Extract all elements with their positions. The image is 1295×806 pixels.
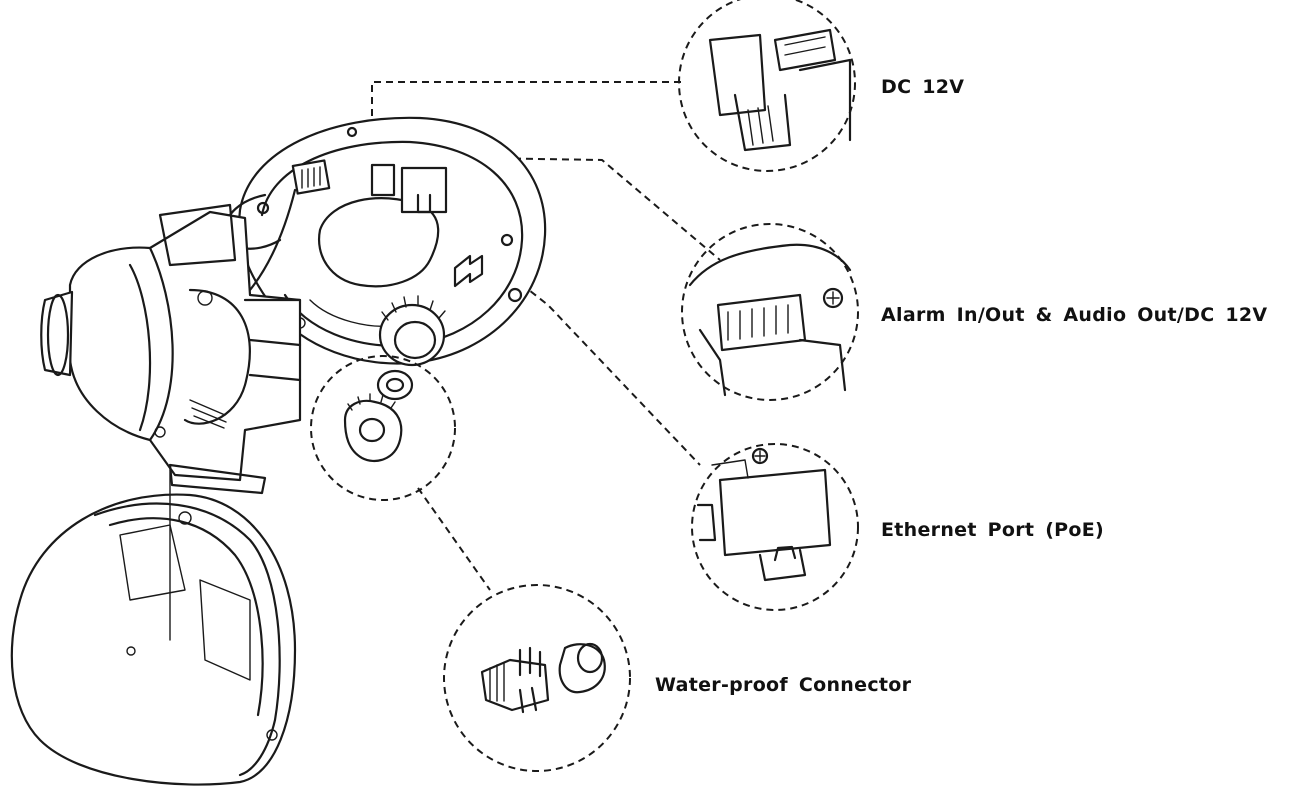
leader-waterproof [417, 487, 491, 591]
camera-module [40, 203, 302, 495]
label-dc-12v: DC 12V [881, 76, 965, 98]
detail-circle-waterproof [443, 584, 631, 772]
label-ethernet-port: Ethernet Port (PoE) [881, 519, 1105, 541]
label-alarm-audio-dc: Alarm In/Out & Audio Out/DC 12V [881, 304, 1268, 326]
detail-circle-dc [678, 0, 856, 172]
detail-circle-ethernet [691, 443, 859, 611]
detail-circle-alarm [681, 223, 859, 401]
label-waterproof-connector: Water-proof Connector [655, 674, 912, 696]
leader-dc [371, 81, 683, 140]
cable-entry [376, 295, 446, 401]
detail-circle-plug [310, 355, 456, 501]
dome-cover [10, 469, 297, 786]
mounting-base [223, 116, 547, 365]
